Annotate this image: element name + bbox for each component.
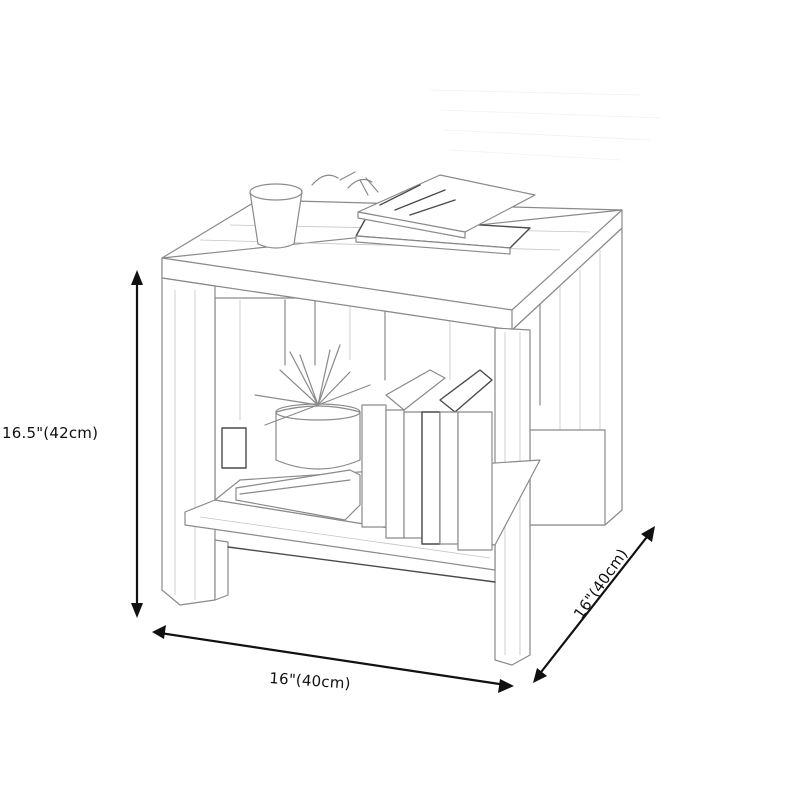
potted-plant (221, 344, 371, 521)
tabletop-book-stack (355, 174, 536, 255)
right-side-panel (511, 227, 623, 581)
width-arrow (152, 625, 514, 693)
height-arrow (131, 270, 143, 618)
small-plant (311, 171, 379, 196)
upright-books (361, 369, 493, 551)
height-dimension-label: 16.5"(42cm) (2, 424, 99, 442)
background-ghost-sketch (429, 89, 661, 161)
depth-arrow (533, 526, 655, 683)
mug (249, 183, 303, 249)
